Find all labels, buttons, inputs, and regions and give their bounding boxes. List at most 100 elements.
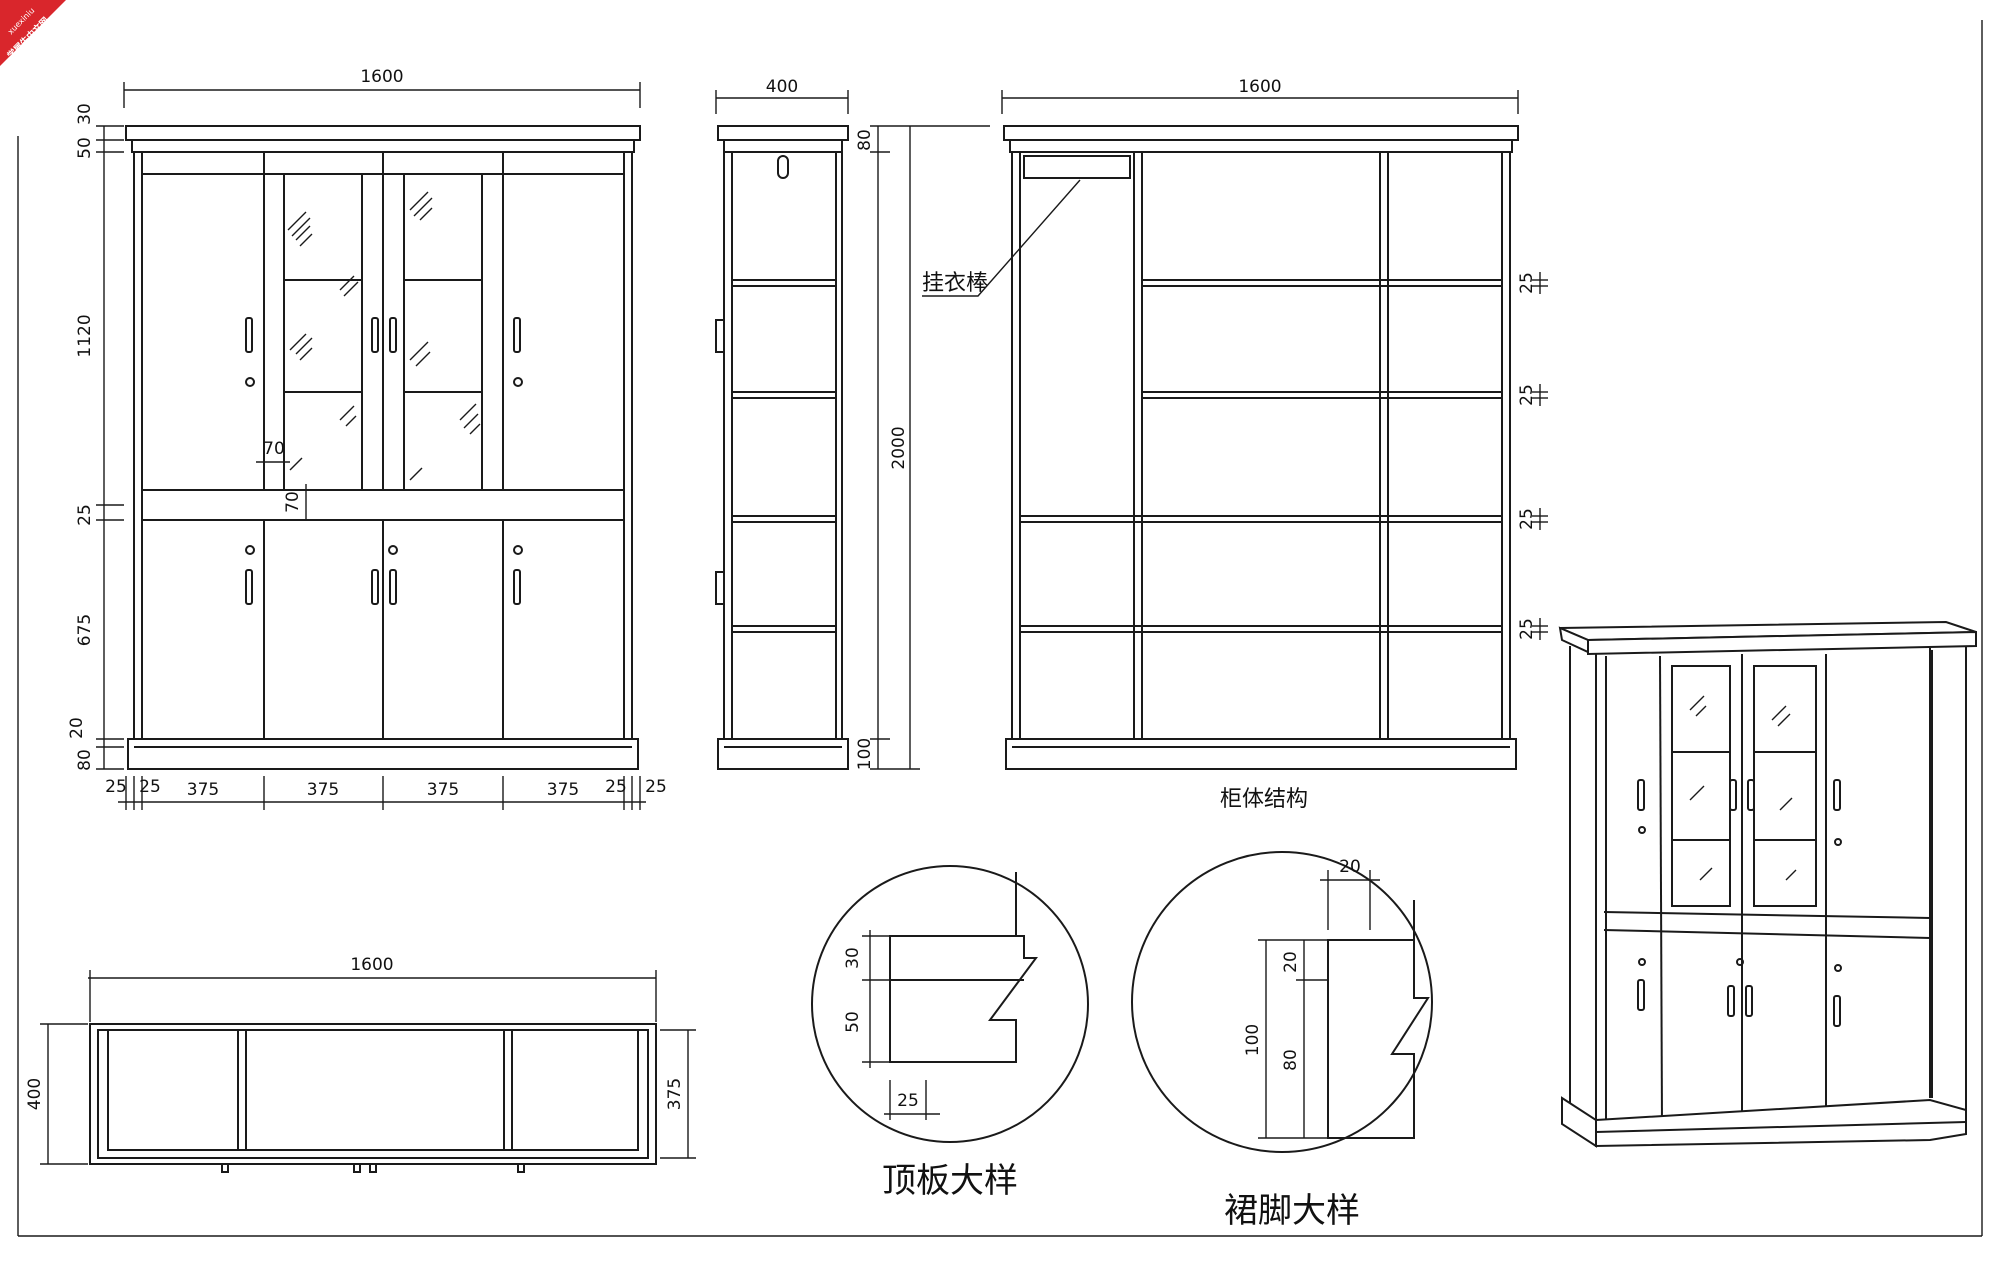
iso-handles (1637, 779, 1842, 1027)
handle (245, 569, 253, 605)
lock (388, 545, 398, 555)
crown-bottom (131, 139, 635, 153)
dim-side-25-b: 25 (139, 777, 161, 797)
dim-ticks (96, 125, 124, 770)
side-carcass (723, 151, 843, 740)
iso-mid-rail (1603, 911, 1931, 919)
handle (389, 317, 397, 353)
dim-plinth-80: 80 (75, 749, 95, 771)
dim-skirt-80: 80 (1281, 1049, 1301, 1071)
dim-ticks-side (870, 125, 990, 770)
structure-shelves (1020, 279, 1502, 633)
handle (371, 317, 379, 353)
dim-side-25-a: 25 (105, 777, 127, 797)
plan-handles (221, 1163, 525, 1173)
dim-skirt-20-top: 20 (1339, 857, 1361, 877)
plan-inner (97, 1029, 649, 1159)
structure-crown-top (1003, 125, 1519, 141)
detail-circle-skirt (1131, 851, 1433, 1153)
hanging-rail-leader (922, 179, 1081, 297)
glass-panel-right (403, 173, 483, 491)
dim-inner-70-b: 70 (283, 491, 303, 513)
handle (371, 569, 379, 605)
iso-mid-rail (1603, 929, 1931, 939)
iso-plinth-front (1595, 1098, 1967, 1148)
handle (245, 317, 253, 353)
iso-door-edge (1659, 655, 1663, 1127)
handle (513, 317, 521, 353)
plan-outline (89, 1023, 657, 1165)
dim-structure-width: 1600 (1238, 77, 1281, 97)
shelf-dim-25: 25 (1517, 384, 1537, 406)
dim-front-width: 1600 (360, 67, 403, 87)
dim-crown-50-detail: 50 (843, 1011, 863, 1033)
dim-crown-30-detail: 30 (843, 947, 863, 969)
side-shelves (732, 279, 836, 633)
iso-glass-shelves (1672, 751, 1816, 841)
handle (513, 569, 521, 605)
iso-glass-right (1753, 665, 1817, 907)
dim-side-width: 400 (766, 77, 798, 97)
skirt-profile (1327, 939, 1430, 1139)
dim-crown-25-detail: 25 (897, 1091, 919, 1111)
dim-plan-depth-375: 375 (665, 1078, 685, 1110)
skirt-detail: 20 20 80 100 裙脚大样 (1131, 851, 1433, 1231)
skirt-detail-caption: 裙脚大样 (1224, 1191, 1360, 1231)
dim-door-375-4: 375 (547, 780, 579, 800)
dim-side-crown-80: 80 (855, 129, 875, 151)
dim-upper-1120: 1120 (75, 314, 95, 357)
dim-total-2000: 2000 (889, 426, 909, 469)
isometric-view (1558, 620, 1977, 1148)
structure-plinth (1005, 738, 1517, 770)
dim-side-25-d: 25 (645, 777, 667, 797)
front-elevation: 1600 (67, 67, 667, 810)
dim-crown-30: 30 (75, 103, 95, 125)
glass-hatch-marks (287, 191, 481, 481)
watermark-corner (0, 0, 66, 66)
dim-lower-675: 675 (75, 614, 95, 646)
side-crown-bottom (723, 139, 843, 153)
plan-carcass (107, 1029, 639, 1151)
dim-ticks-bottom (125, 776, 641, 810)
crown-top (125, 125, 641, 141)
dim-door-375-3: 375 (427, 780, 459, 800)
shelf-dim-lines (1532, 272, 1548, 640)
dim-plan-width: 1600 (350, 955, 393, 975)
side-section: 400 80 2000 100 挂衣棒 (715, 77, 1081, 770)
lock (513, 377, 523, 387)
iso-plinth-side (1561, 1096, 1597, 1148)
dim-skirt-100: 100 (1243, 1024, 1263, 1056)
dim-plan-depth-400: 400 (25, 1078, 45, 1110)
watermark-badge: xuexiniu 学犀牛中文网 (0, 0, 66, 66)
detail-circle-top (811, 865, 1089, 1143)
shelf-dim-25: 25 (1517, 272, 1537, 294)
dim-door-375-1: 375 (187, 780, 219, 800)
iso-glass-hatch (1689, 695, 1797, 881)
iso-plinth-line (1595, 1121, 1967, 1133)
hanging-rail-label: 挂衣棒 (922, 271, 988, 296)
dim-inner-70-a: 70 (263, 439, 285, 459)
handle (389, 569, 397, 605)
structure-view: 1600 25 25 25 25 柜体结构 (1001, 77, 1548, 812)
side-handle (715, 571, 724, 605)
lock (513, 545, 523, 555)
side-plinth (717, 738, 849, 770)
iso-crown-front (1587, 630, 1977, 656)
structure-caption: 柜体结构 (1220, 787, 1308, 812)
dim-side-25-c: 25 (605, 777, 627, 797)
dim-rail-25: 25 (75, 504, 95, 526)
hanging-rail-profile (777, 155, 789, 179)
iso-glass-left (1671, 665, 1731, 907)
side-crown-top (717, 125, 849, 141)
side-handle (715, 319, 724, 353)
structure-carcass (1011, 151, 1511, 740)
shelf-dim-25: 25 (1517, 618, 1537, 640)
shelf-dim-25: 25 (1517, 508, 1537, 530)
top-panel-detail: 30 50 25 顶板大样 (811, 865, 1089, 1201)
crown-profile (889, 935, 1038, 1063)
dim-crown-50: 50 (75, 137, 95, 159)
lock (245, 545, 255, 555)
dim-door-375-2: 375 (307, 780, 339, 800)
hanging-rail (1023, 155, 1131, 179)
